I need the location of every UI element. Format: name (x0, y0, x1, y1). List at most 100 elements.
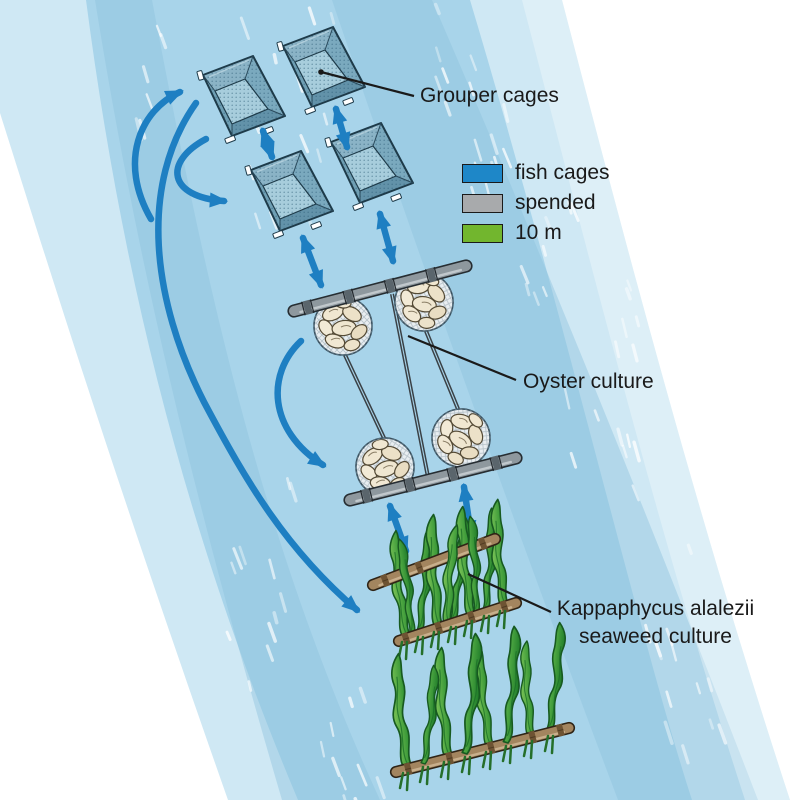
water-streak (708, 718, 715, 730)
rope (392, 293, 432, 482)
water-streak (473, 138, 483, 162)
water-streak (670, 642, 678, 662)
water-streak (434, 46, 442, 63)
rope (343, 355, 384, 439)
water-streak (731, 515, 740, 536)
legend-swatch (462, 193, 503, 213)
water-streak (141, 65, 150, 84)
current-lane-left (95, 0, 380, 800)
water-streak (434, 75, 443, 93)
flow-arrow-loop-left (174, 135, 229, 208)
water-streak (288, 481, 298, 503)
water-streak (443, 100, 452, 117)
oyster-culture-label: Oyster culture (523, 370, 654, 393)
exchange-arrow (332, 104, 351, 152)
flow-arrow-up-left (131, 88, 184, 223)
water-streak (624, 287, 632, 301)
water-streak (239, 16, 250, 40)
oyster-pointer-line (407, 334, 517, 382)
seaweed-label-line1: Kappaphycus alalezii (556, 597, 755, 620)
water-streak (621, 317, 628, 339)
water-streak (541, 244, 548, 257)
water-streak (316, 148, 322, 163)
water-streak (272, 611, 279, 625)
water-streak (319, 740, 326, 758)
seaweed-pointer-line (467, 572, 552, 614)
water-streak (544, 216, 555, 238)
water-streak (155, 24, 162, 37)
water-streak (524, 282, 531, 297)
water-streak (663, 720, 674, 745)
water-streak (469, 54, 478, 72)
flow-arrow-long-to-seaweed (155, 99, 361, 614)
water-streak (358, 686, 367, 704)
water-streak (631, 343, 639, 363)
water-streak (695, 682, 702, 695)
legend-item: spended (462, 188, 610, 218)
water-streak (468, 81, 475, 97)
rope (389, 294, 429, 483)
exchange-arrow (259, 127, 276, 161)
water-streak (433, 2, 441, 16)
water-streak (717, 723, 728, 745)
water-streak (654, 640, 663, 658)
seaweed-label-line2: seaweed culture (579, 625, 732, 648)
legend-swatch (462, 223, 503, 243)
water-streak (706, 677, 714, 693)
water-streak (686, 543, 693, 555)
water-streak (502, 103, 510, 123)
oyster-ropes (343, 293, 460, 483)
water-streak (340, 776, 347, 791)
water-streak (247, 680, 253, 692)
grouper-cages-label: Grouper cages (420, 84, 559, 107)
water-streak (726, 569, 732, 583)
water-streak (159, 33, 168, 50)
water-streak (665, 627, 674, 646)
water-streak (484, 182, 491, 197)
legend-swatch (462, 163, 503, 183)
water-streak (502, 147, 513, 169)
water-streak (272, 52, 278, 65)
rope (426, 330, 460, 409)
label-pointers (318, 69, 552, 614)
water-streak (356, 763, 368, 787)
water-streak (563, 386, 571, 410)
water-streak (631, 484, 640, 502)
water-streak (681, 744, 690, 765)
water-streak (593, 409, 600, 422)
water-streak (532, 291, 540, 306)
water-streak (665, 690, 673, 708)
water-streak (375, 776, 386, 800)
water-streak (145, 93, 154, 112)
seaweed-racks (366, 498, 576, 792)
water-streak (644, 623, 652, 644)
water-streak (331, 756, 341, 778)
flow-arrows (131, 88, 361, 614)
water-streak (614, 340, 621, 359)
water-streak (307, 6, 317, 26)
water-streak (254, 212, 262, 230)
water-streak (225, 630, 232, 642)
water-streak (626, 279, 633, 292)
water-streak (632, 440, 641, 463)
water-streak (567, 200, 573, 215)
water-streak (285, 477, 292, 491)
oyster-pipes (287, 259, 523, 507)
water-streak (238, 545, 247, 566)
water-streak (230, 561, 237, 575)
water-streak (569, 451, 578, 469)
water-streak (722, 506, 730, 518)
water-streak (267, 621, 277, 643)
water-streak (441, 67, 450, 84)
water-streak (621, 444, 628, 459)
water-streak (329, 721, 335, 738)
legend-item: fish cages (462, 158, 610, 188)
water-streak (265, 644, 275, 662)
legend-label: spended (515, 191, 596, 214)
current-lane-right (332, 0, 758, 800)
exchange-arrow (299, 234, 325, 289)
